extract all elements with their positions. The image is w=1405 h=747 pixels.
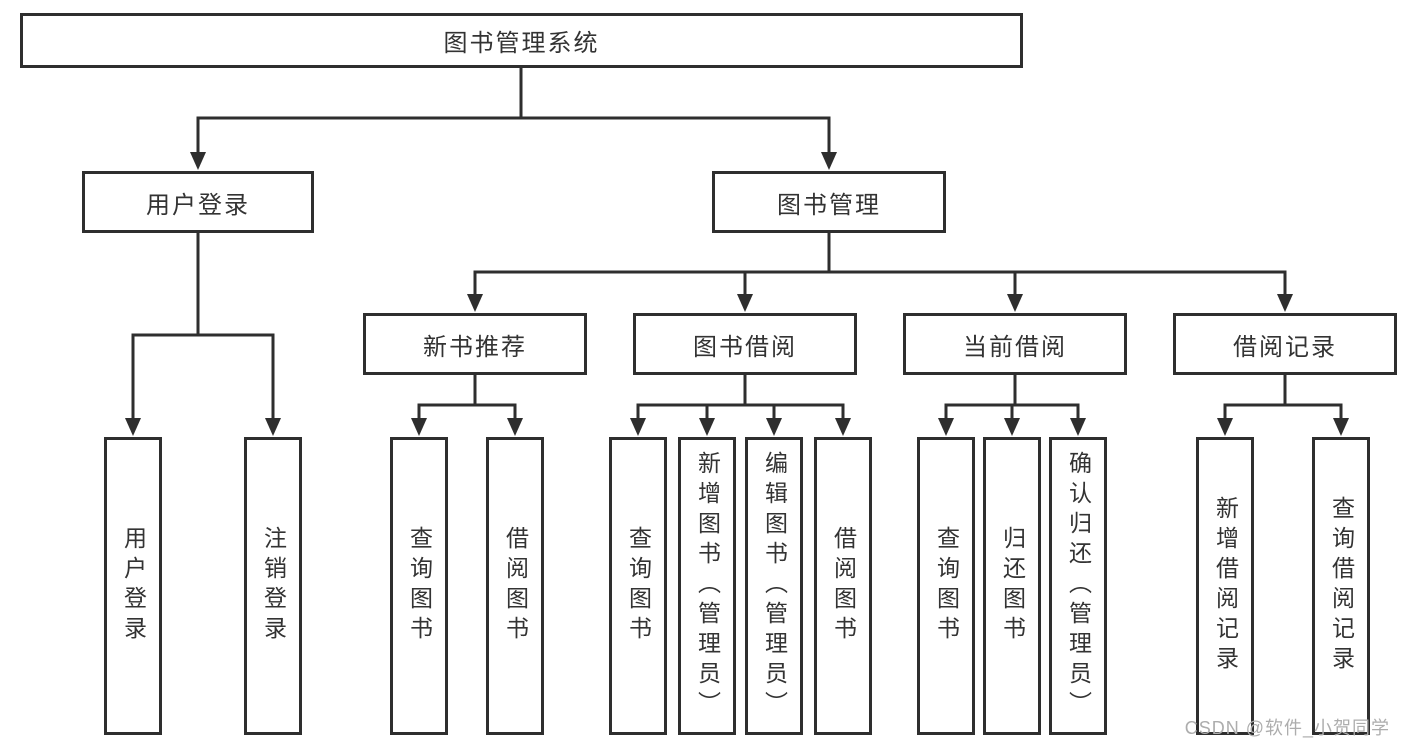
leaf-return-books: 归还图书: [983, 437, 1041, 735]
leaf-add-borrow-record-label: 新增借阅记录: [1212, 496, 1239, 676]
arrow-down-icon: [766, 418, 782, 436]
connector-new-books-to-leaves: [417, 373, 517, 420]
leaf-query-books-current-label: 查询图书: [933, 526, 960, 646]
leaf-confirm-return-admin: 确认归还（管理员）: [1049, 437, 1107, 735]
arrow-down-icon: [1007, 294, 1023, 312]
arrow-down-icon: [125, 418, 141, 436]
leaf-borrow-books-borrow: 借阅图书: [814, 437, 872, 735]
node-user-login: 用户登录: [82, 171, 314, 233]
node-user-login-label: 用户登录: [146, 191, 250, 219]
leaf-query-borrow-record-label: 查询借阅记录: [1328, 496, 1355, 676]
leaf-query-books-borrow: 查询图书: [609, 437, 667, 735]
node-current-borrow-label: 当前借阅: [963, 333, 1067, 361]
leaf-confirm-return-admin-label: 确认归还（管理员）: [1065, 451, 1092, 721]
connector-book-borrow-to-leaves: [636, 373, 845, 420]
arrow-down-icon: [630, 418, 646, 436]
leaf-borrow-books-newbooks: 借阅图书: [486, 437, 544, 735]
node-root: 图书管理系统: [20, 13, 1023, 68]
leaf-user-login-label: 用户登录: [120, 526, 147, 646]
node-new-book-recommend: 新书推荐: [363, 313, 587, 375]
arrow-down-icon: [507, 418, 523, 436]
leaf-borrow-books-borrow-label: 借阅图书: [830, 526, 857, 646]
connector-root-to-level2: [196, 66, 831, 154]
connector-current-borrow-to-leaves: [944, 373, 1080, 420]
leaf-return-books-label: 归还图书: [999, 526, 1026, 646]
arrow-down-icon: [1277, 294, 1293, 312]
arrow-down-icon: [821, 152, 837, 170]
arrow-down-icon: [737, 294, 753, 312]
arrow-down-icon: [1217, 418, 1233, 436]
node-new-book-recommend-label: 新书推荐: [423, 333, 527, 361]
arrow-down-icon: [265, 418, 281, 436]
connector-user-login-to-leaves: [131, 231, 275, 420]
leaf-query-books-borrow-label: 查询图书: [625, 526, 652, 646]
leaf-logout-label: 注销登录: [260, 526, 287, 646]
node-root-label: 图书管理系统: [443, 30, 600, 57]
node-borrow-records: 借阅记录: [1173, 313, 1397, 375]
leaf-query-books-current: 查询图书: [917, 437, 975, 735]
arrow-down-icon: [835, 418, 851, 436]
arrow-down-icon: [411, 418, 427, 436]
leaf-query-books-newbooks-label: 查询图书: [406, 526, 433, 646]
arrow-down-icon: [1004, 418, 1020, 436]
leaf-query-books-newbooks: 查询图书: [390, 437, 448, 735]
leaf-edit-books-admin: 编辑图书（管理员）: [745, 437, 803, 735]
node-book-management-label: 图书管理: [777, 191, 881, 219]
node-book-borrow: 图书借阅: [633, 313, 857, 375]
node-borrow-records-label: 借阅记录: [1233, 333, 1337, 361]
node-book-borrow-label: 图书借阅: [693, 333, 797, 361]
leaf-add-books-admin-label: 新增图书（管理员）: [694, 451, 721, 721]
arrow-down-icon: [467, 294, 483, 312]
leaf-add-borrow-record: 新增借阅记录: [1196, 437, 1254, 735]
node-current-borrow: 当前借阅: [903, 313, 1127, 375]
leaf-user-login: 用户登录: [104, 437, 162, 735]
connector-book-mgmt-to-level3: [473, 231, 1287, 296]
arrow-down-icon: [938, 418, 954, 436]
arrow-down-icon: [1333, 418, 1349, 436]
node-book-management: 图书管理: [712, 171, 946, 233]
arrow-down-icon: [699, 418, 715, 436]
connector-borrow-records-to-leaves: [1223, 373, 1343, 420]
arrow-down-icon: [1070, 418, 1086, 436]
leaf-query-borrow-record: 查询借阅记录: [1312, 437, 1370, 735]
leaf-borrow-books-newbooks-label: 借阅图书: [502, 526, 529, 646]
leaf-add-books-admin: 新增图书（管理员）: [678, 437, 736, 735]
watermark: CSDN @软件_小贺同学: [1184, 718, 1390, 738]
leaf-edit-books-admin-label: 编辑图书（管理员）: [761, 451, 788, 721]
arrow-down-icon: [190, 152, 206, 170]
leaf-logout: 注销登录: [244, 437, 302, 735]
